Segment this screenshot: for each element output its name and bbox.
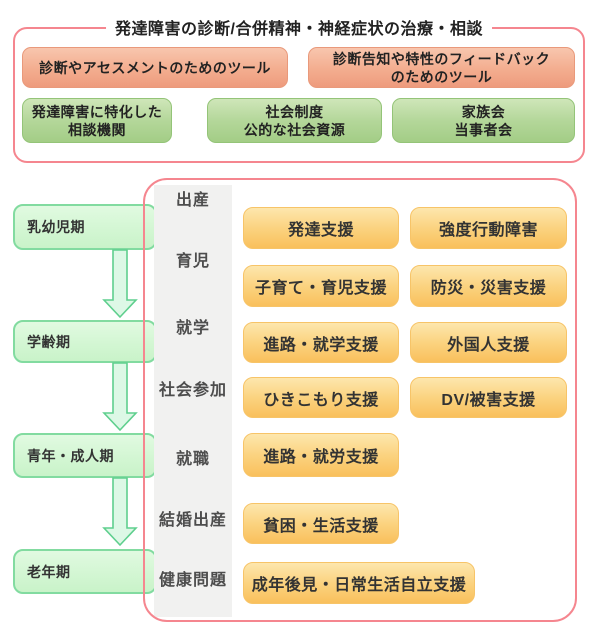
- social-system-line2: 公的な社会資源: [243, 121, 346, 138]
- feedback-tools-label-line2: のためのツール: [390, 68, 493, 85]
- event-label-school-entry: 就学: [175, 320, 210, 337]
- support-box-hikikomori: ひきこもり支援: [243, 377, 399, 418]
- social-system-box: 社会制度 公的な社会資源: [207, 98, 382, 143]
- support-box-school-career: 進路・就学支援: [243, 322, 399, 363]
- support-box-disaster: 防災・災害支援: [410, 265, 567, 307]
- support-label-work: 進路・就労支援: [263, 449, 379, 466]
- support-label-guardianship: 成年後見・日常生活自立支援: [251, 577, 467, 594]
- stage-label-adulthood: 青年・成人期: [27, 447, 114, 464]
- specialized-consultation-line2: 相談機関: [68, 121, 126, 138]
- support-box-childrearing: 子育て・育児支援: [243, 265, 399, 307]
- specialized-consultation-box: 発達障害に特化した 相談機関: [22, 98, 172, 143]
- support-box-guardianship: 成年後見・日常生活自立支援: [243, 562, 475, 604]
- support-label-hikikomori: ひきこもり支援: [263, 391, 379, 409]
- stage-label-infancy: 乳幼児期: [27, 219, 85, 235]
- social-system-line1: 社会制度: [265, 103, 324, 120]
- stage-label-old-age: 老年期: [27, 563, 71, 580]
- family-association-line2: 当事者会: [454, 121, 513, 138]
- stage-box-infancy: 乳幼児期: [13, 204, 157, 250]
- family-association-box: 家族会 当事者会: [392, 98, 575, 143]
- stage-box-old-age: 老年期: [13, 549, 157, 594]
- support-label-poverty: 貧困・生活支援: [263, 517, 379, 535]
- support-label-developmental: 発達支援: [287, 222, 354, 239]
- support-box-dv-victims: DV/被害支援: [410, 377, 567, 418]
- support-box-work: 進路・就労支援: [243, 433, 399, 477]
- support-label-dv-victims: DV/被害支援: [441, 391, 536, 409]
- stage-box-adulthood: 青年・成人期: [13, 433, 157, 478]
- feedback-tools-label-line1: 診断告知や特性のフィードバック: [332, 50, 551, 67]
- assessment-tools-label: 診断やアセスメントのためのツール: [39, 59, 271, 76]
- support-label-school-career: 進路・就学支援: [263, 336, 379, 354]
- event-label-employment: 就職: [175, 451, 210, 468]
- support-box-poverty: 貧困・生活支援: [243, 503, 399, 544]
- event-label-marriage-birth: 結婚出産: [158, 512, 227, 529]
- event-label-childcare: 育児: [175, 253, 210, 270]
- diagnosis-treatment-panel: 発達障害の診断/合併精神・神経症状の治療・相談: [13, 15, 585, 163]
- down-arrow-icon: [102, 477, 138, 547]
- stage-box-school-age: 学齢期: [13, 320, 157, 363]
- down-arrow-icon: [102, 362, 138, 432]
- panel-title: 発達障害の診断/合併精神・神経症状の治療・相談: [106, 15, 492, 39]
- stage-label-school-age: 学齢期: [27, 333, 71, 350]
- support-label-disaster: 防災・災害支援: [430, 280, 547, 297]
- support-label-childrearing: 子育て・育児支援: [254, 280, 387, 297]
- specialized-consultation-line1: 発達障害に特化した: [31, 103, 163, 120]
- support-box-developmental: 発達支援: [243, 207, 399, 249]
- support-label-severe-behavior: 強度行動障害: [438, 222, 538, 239]
- down-arrow-icon: [102, 249, 138, 319]
- support-box-foreigners: 外国人支援: [410, 322, 567, 363]
- family-association-line1: 家族会: [461, 103, 506, 120]
- support-box-severe-behavior: 強度行動障害: [410, 207, 567, 249]
- assessment-tools-box: 診断やアセスメントのためのツール: [22, 47, 288, 88]
- feedback-tools-box: 診断告知や特性のフィードバック のためのツール: [308, 47, 575, 88]
- event-label-birth: 出産: [175, 192, 210, 209]
- event-label-social-participation: 社会参加: [158, 382, 227, 399]
- life-event-strip: [154, 185, 232, 617]
- event-label-health-problems: 健康問題: [158, 572, 227, 589]
- support-label-foreigners: 外国人支援: [447, 336, 530, 354]
